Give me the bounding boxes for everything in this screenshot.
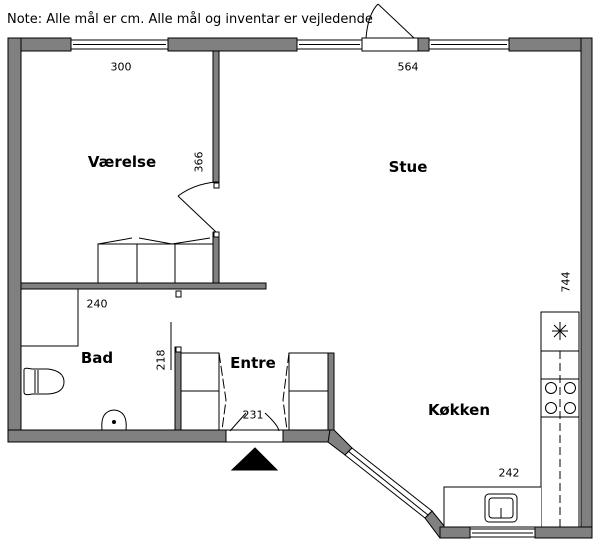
wall <box>212 231 220 284</box>
closet <box>288 352 329 392</box>
dimension-label: 300 <box>110 60 132 74</box>
room-label-bad: Bad <box>80 349 114 367</box>
dimension-label: 240 <box>86 297 108 311</box>
wall <box>508 37 593 52</box>
wall <box>439 526 471 539</box>
wall <box>212 50 220 183</box>
room-label-stue: Stue <box>388 158 428 176</box>
room-label-entre: Entre <box>230 354 276 372</box>
shower <box>20 288 79 347</box>
room-door <box>177 195 217 233</box>
room-label-kokken: Køkken <box>427 401 491 419</box>
balcony-door <box>361 37 419 52</box>
dimension-label: 218 <box>154 349 168 371</box>
wall <box>534 526 593 539</box>
dimension-label: 231 <box>242 408 264 422</box>
wall <box>417 37 430 52</box>
dimension-label: 242 <box>498 466 520 480</box>
dimension-label: 744 <box>559 271 573 293</box>
wall <box>174 346 182 431</box>
dimension-label: 366 <box>192 151 206 173</box>
furniture <box>20 182 580 528</box>
entrance-arrow-icon <box>230 447 279 471</box>
walls <box>7 37 593 539</box>
wall <box>7 429 227 443</box>
note-text: Note: Alle mål er cm. Alle mål og invent… <box>7 12 373 27</box>
room-label-vaerelse: Værelse <box>87 153 157 171</box>
entry-door <box>225 429 284 443</box>
wall <box>580 37 593 539</box>
closet <box>180 352 220 392</box>
stove-burners-icon <box>545 382 576 414</box>
windows <box>70 39 536 538</box>
extractor-fan-icon <box>552 322 568 340</box>
wall <box>167 37 298 52</box>
kitchen-counter <box>540 311 580 528</box>
wall <box>282 429 331 443</box>
wall <box>7 37 22 443</box>
wall <box>327 352 335 431</box>
dimension-label: 564 <box>397 60 419 74</box>
toilet <box>23 367 65 396</box>
wall <box>20 282 267 290</box>
wardrobe <box>97 243 138 284</box>
doors <box>177 3 419 471</box>
